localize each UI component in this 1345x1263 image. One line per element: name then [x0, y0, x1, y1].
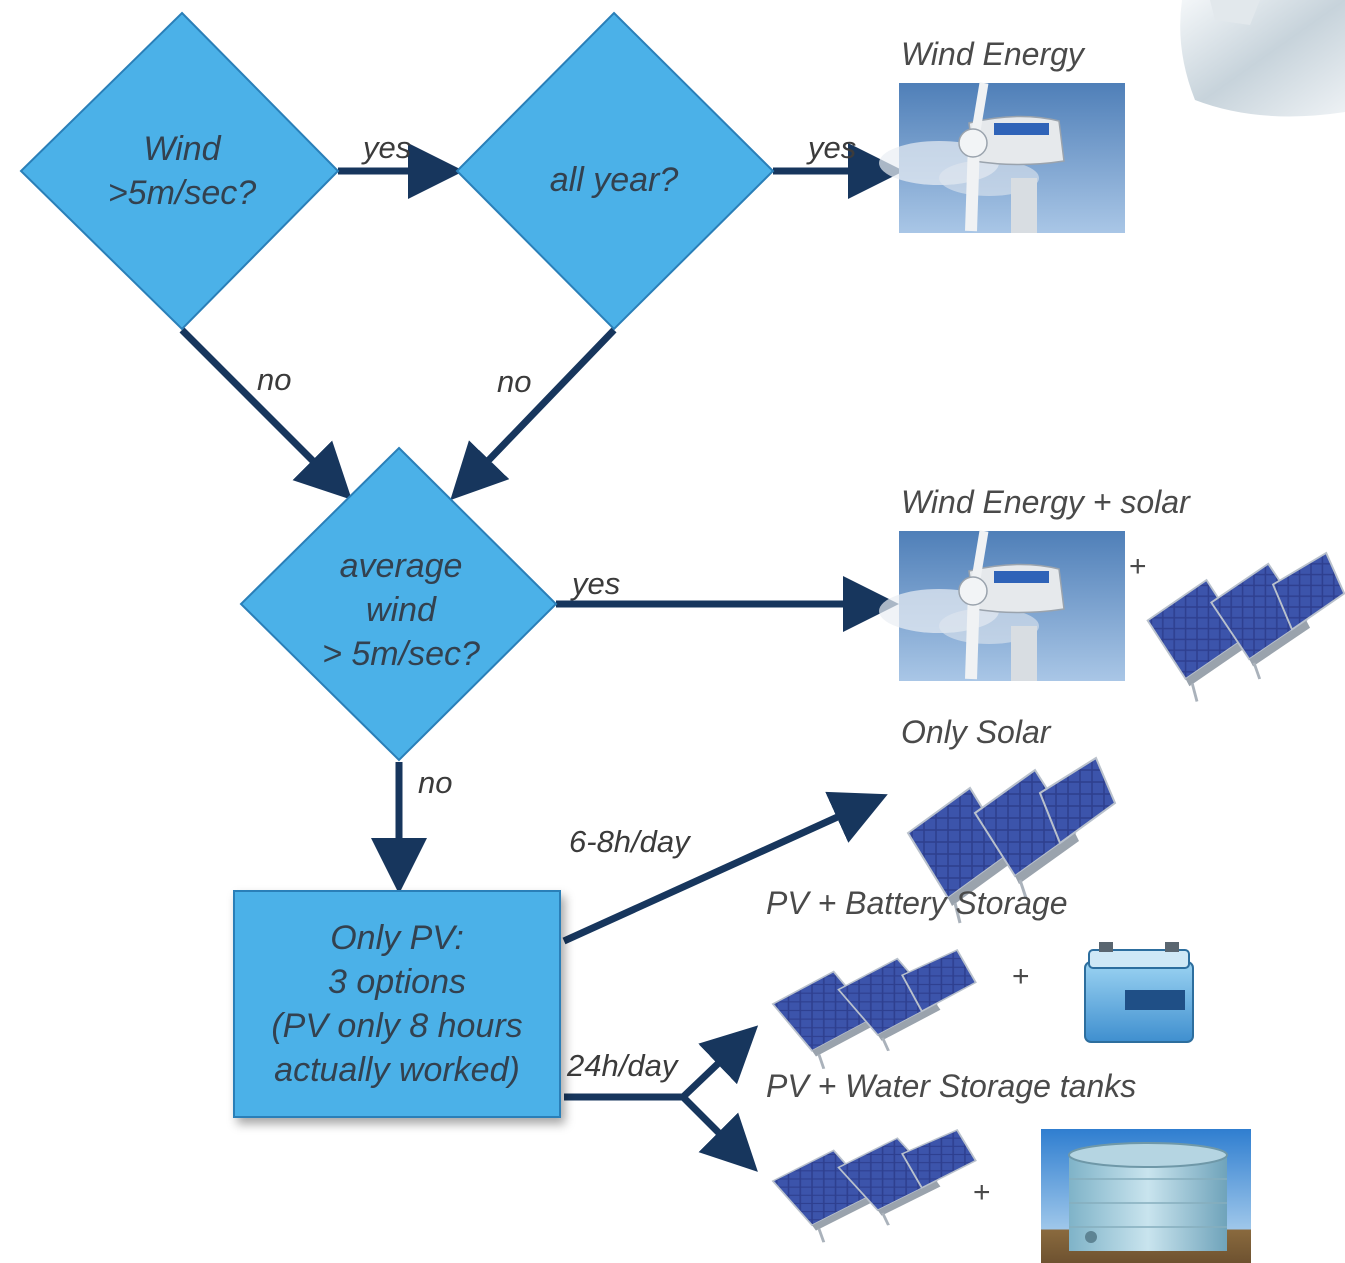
decision-allyear-label: all year? — [512, 150, 716, 210]
decision-average-line-3: > 5m/sec? — [322, 635, 480, 673]
process-only-pv-label: Only PV: 3 options (PV only 8 hours actu… — [234, 914, 560, 1094]
edge-label-pv-day: 6-8h/day — [569, 824, 690, 859]
water-storage-tank-image — [1041, 1129, 1251, 1263]
wind-turbine-image-2 — [879, 531, 1125, 681]
glass-fragment-image — [1180, 0, 1345, 117]
edge-label-pv-24: 24h/day — [567, 1048, 678, 1083]
arrow-allyear-no — [450, 327, 617, 501]
only-pv-line-3: (PV only 8 hours — [271, 1007, 523, 1045]
decision-wind-label: Wind >5m/sec? — [80, 108, 284, 234]
edge-label-allyear-no: no — [497, 364, 532, 399]
arrow-pv-to-battery — [680, 1025, 759, 1100]
only-pv-line-4: actually worked) — [274, 1051, 520, 1089]
decision-average-label: average wind > 5m/sec? — [299, 545, 503, 675]
result-wind-solar: Wind Energy + solar — [901, 484, 1190, 520]
result-wind-energy: Wind Energy — [901, 36, 1084, 72]
result-pv-battery: PV + Battery Storage — [766, 885, 1068, 921]
edge-label-wind-yes: yes — [363, 130, 412, 165]
decision-wind-line-2: >5m/sec? — [107, 174, 257, 212]
result-only-solar: Only Solar — [901, 714, 1051, 750]
plus-sign-water: + — [973, 1176, 991, 1209]
edge-label-wind-no: no — [257, 362, 292, 397]
edge-label-allyear-yes: yes — [808, 130, 857, 165]
arrow-pv-to-solar — [562, 791, 888, 945]
decision-wind-line-1: Wind — [143, 130, 221, 168]
decision-average-shape — [239, 446, 558, 762]
edge-label-average-yes: yes — [572, 566, 621, 601]
solar-panels-image-3 — [771, 948, 978, 1071]
decision-wind-shape — [19, 11, 340, 331]
decision-allyear-line: all year? — [549, 161, 679, 199]
edge-label-average-no: no — [418, 765, 453, 800]
decision-average-line-1: average — [339, 547, 463, 585]
decision-allyear-shape — [455, 11, 775, 331]
decision-average-line-2: wind — [366, 591, 436, 629]
arrow-pv-to-water — [680, 1094, 758, 1172]
only-pv-line-2: 3 options — [328, 963, 466, 1001]
solar-panels-image-4 — [771, 1128, 978, 1244]
plus-sign-wind-solar: + — [1129, 550, 1147, 583]
solar-panels-image-1 — [1146, 551, 1345, 703]
car-battery-image — [1084, 942, 1194, 1043]
wind-turbine-image — [879, 83, 1125, 233]
plus-sign-battery: + — [1012, 960, 1030, 993]
process-only-pv-shape — [233, 890, 561, 1118]
flow-arrows — [179, 143, 904, 1172]
result-pv-water: PV + Water Storage tanks — [766, 1068, 1137, 1104]
only-pv-line-1: Only PV: — [330, 919, 464, 957]
arrow-wind-no — [179, 327, 352, 500]
